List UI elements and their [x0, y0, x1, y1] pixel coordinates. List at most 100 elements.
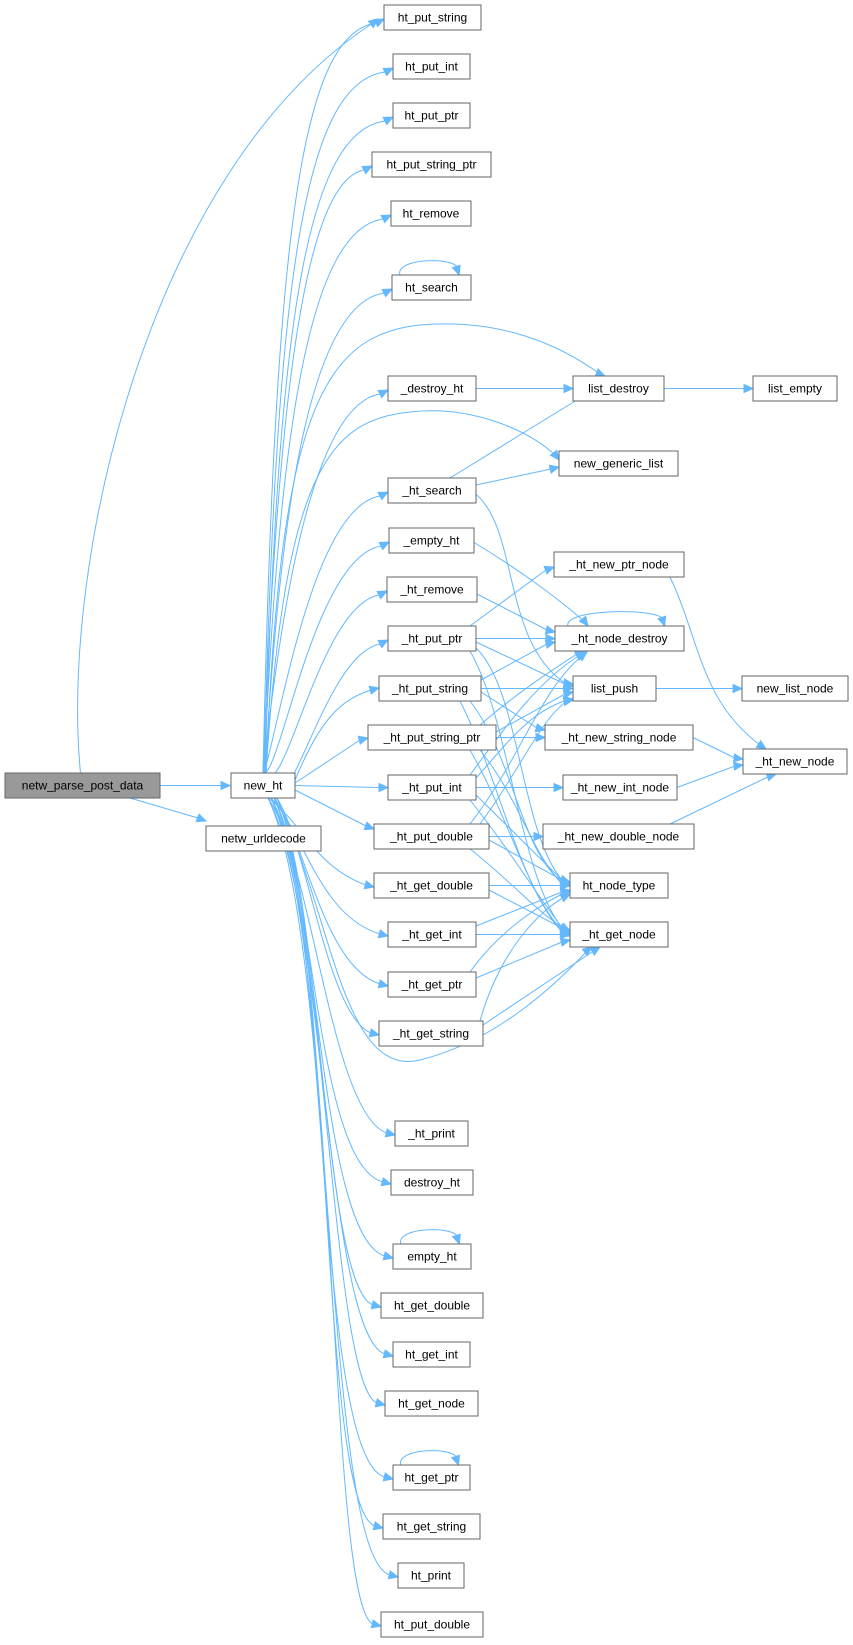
node-box [373, 823, 490, 850]
node-box [371, 151, 492, 178]
node-new-list-node[interactable]: new_list_node [741, 675, 849, 702]
node-ht-get-node[interactable]: _ht_get_node [569, 921, 669, 948]
node-ht-get-ptr[interactable]: ht_get_ptr [392, 1464, 471, 1491]
node-ht-remove[interactable]: _ht_remove [386, 576, 478, 603]
arrowhead-destroy_ht [380, 1177, 393, 1187]
node-ht-put-ptr[interactable]: ht_put_ptr [392, 102, 471, 129]
edge-new_ht-to-ht_put_double [270, 797, 374, 1625]
node-ht-put-int[interactable]: ht_put_int [392, 53, 471, 80]
edge-netw_parse_post_data-to-ht_put_string [77, 24, 371, 774]
arrowhead-_ht_get_int [377, 929, 390, 939]
node-ht-print[interactable]: ht_print [397, 1562, 465, 1589]
arrowhead-list_empty [743, 383, 755, 394]
node-destroy-ht[interactable]: _destroy_ht [387, 375, 477, 402]
node-box [386, 576, 478, 603]
arrowhead-ht_get_int [382, 1349, 395, 1359]
node-ht-get-double[interactable]: _ht_get_double [373, 872, 490, 899]
arrowhead-_ht_node_destroy [544, 625, 557, 635]
edge-_ht_new_ptr_node-to-_ht_new_node [669, 576, 761, 746]
node-ht-get-int[interactable]: ht_get_int [392, 1341, 471, 1368]
node-label: _ht_search [401, 484, 461, 498]
node-list-empty[interactable]: list_empty [752, 375, 838, 402]
node-box [391, 274, 472, 301]
node-ht-get-string[interactable]: _ht_get_string [378, 1020, 484, 1047]
node-destroy-ht[interactable]: destroy_ht [390, 1169, 474, 1196]
node-label: destroy_ht [404, 1176, 461, 1190]
node-ht-put-double[interactable]: _ht_put_double [373, 823, 490, 850]
node-label: _ht_put_double [389, 830, 473, 844]
node-box [553, 551, 685, 578]
node-ht-new-double-node[interactable]: _ht_new_double_node [542, 823, 695, 850]
node-list-push[interactable]: list_push [572, 675, 657, 702]
arrowhead-ht_get_node [374, 1398, 387, 1408]
node-label: _ht_new_int_node [570, 781, 669, 795]
node-ht-put-string[interactable]: ht_put_string [383, 4, 482, 31]
node-netw-urldecode[interactable]: netw_urldecode [205, 825, 322, 852]
node-ht-put-double[interactable]: ht_put_double [380, 1611, 484, 1638]
edge-_ht_put_ptr-to-list_push [475, 641, 566, 685]
node-label: _ht_new_double_node [557, 830, 680, 844]
node-label: list_destroy [588, 382, 649, 396]
edge-_ht_put_string_ptr-to-_ht_get_node [469, 749, 565, 935]
node-box [572, 375, 665, 402]
arrowhead-ht_get_ptr [450, 1454, 460, 1467]
node-label: _ht_new_string_node [561, 731, 677, 745]
arrowhead-list_push [562, 689, 575, 699]
edge-new_ht-to-list_destroy [265, 323, 601, 774]
node-ht-search[interactable]: ht_search [391, 274, 472, 301]
arrowhead-_ht_put_string_ptr [357, 735, 370, 745]
edge-new_ht-to-ht_get_int [267, 797, 386, 1355]
node-box [397, 1562, 465, 1589]
arrowhead-ht_remove [380, 214, 393, 224]
arrowhead-ht_put_int [382, 67, 395, 77]
edge-new_ht-to-_ht_search [263, 495, 381, 774]
node-list-destroy[interactable]: list_destroy [572, 375, 665, 402]
node-ht-put-string[interactable]: _ht_put_string [378, 675, 482, 702]
arrowhead-_ht_new_node [755, 739, 768, 750]
arrowhead-_ht_remove [376, 590, 389, 600]
edge-_ht_get_int-to-ht_node_type [475, 891, 563, 927]
node-ht-search[interactable]: _ht_search [387, 477, 477, 504]
edge-new_ht-to-_empty_ht [264, 545, 382, 774]
arrowhead-empty_ht [451, 1233, 461, 1246]
arrowhead-ht_print [387, 1570, 400, 1580]
node-box [380, 1292, 484, 1319]
node-label: _ht_put_int [401, 781, 462, 795]
node-label: _ht_put_string [391, 682, 468, 696]
node-ht-new-int-node[interactable]: _ht_new_int_node [562, 774, 678, 801]
node-label: _ht_get_ptr [401, 978, 463, 992]
node-box [544, 724, 694, 751]
node-box [554, 625, 685, 652]
node-ht-get-int[interactable]: _ht_get_int [387, 921, 477, 948]
node-ht-new-node[interactable]: _ht_new_node [742, 748, 848, 775]
node-ht-get-string[interactable]: ht_get_string [382, 1513, 481, 1540]
node-ht-print[interactable]: _ht_print [394, 1120, 469, 1147]
node-ht-put-string-ptr[interactable]: _ht_put_string_ptr [367, 724, 497, 751]
node-label: _ht_print [407, 1127, 455, 1141]
node-ht-put-ptr[interactable]: _ht_put_ptr [387, 625, 477, 652]
node-ht-get-node[interactable]: ht_get_node [384, 1390, 479, 1417]
node-empty-ht[interactable]: empty_ht [392, 1243, 472, 1270]
node-ht-node-destroy[interactable]: _ht_node_destroy [554, 625, 685, 652]
node-empty-ht[interactable]: _empty_ht [388, 527, 475, 554]
node-box [384, 1390, 479, 1417]
node-ht-put-int[interactable]: _ht_put_int [387, 774, 477, 801]
arrowhead-_ht_node_destroy [578, 615, 589, 627]
node-netw-parse-post-data[interactable]: netw_parse_post_data [4, 772, 161, 799]
node-new-ht[interactable]: new_ht [230, 772, 296, 799]
node-ht-put-string-ptr[interactable]: ht_put_string_ptr [371, 151, 492, 178]
edge-_ht_put_double-to-ht_node_type [488, 839, 563, 881]
node-new-generic-list[interactable]: new_generic_list [558, 450, 679, 477]
arrowhead-_ht_node_destroy [544, 639, 557, 649]
node-ht-new-ptr-node[interactable]: _ht_new_ptr_node [553, 551, 685, 578]
node-label: empty_ht [407, 1250, 457, 1264]
edge-new_ht-to-ht_get_node [270, 797, 378, 1404]
node-label: ht_put_double [394, 1618, 470, 1632]
node-ht-node-type[interactable]: ht_node_type [569, 872, 669, 899]
arrowhead-new_generic_list [549, 449, 560, 461]
node-ht-get-double[interactable]: ht_get_double [380, 1292, 484, 1319]
node-ht-remove[interactable]: ht_remove [390, 200, 472, 227]
node-ht-get-ptr[interactable]: _ht_get_ptr [387, 971, 477, 998]
node-ht-new-string-node[interactable]: _ht_new_string_node [544, 724, 694, 751]
